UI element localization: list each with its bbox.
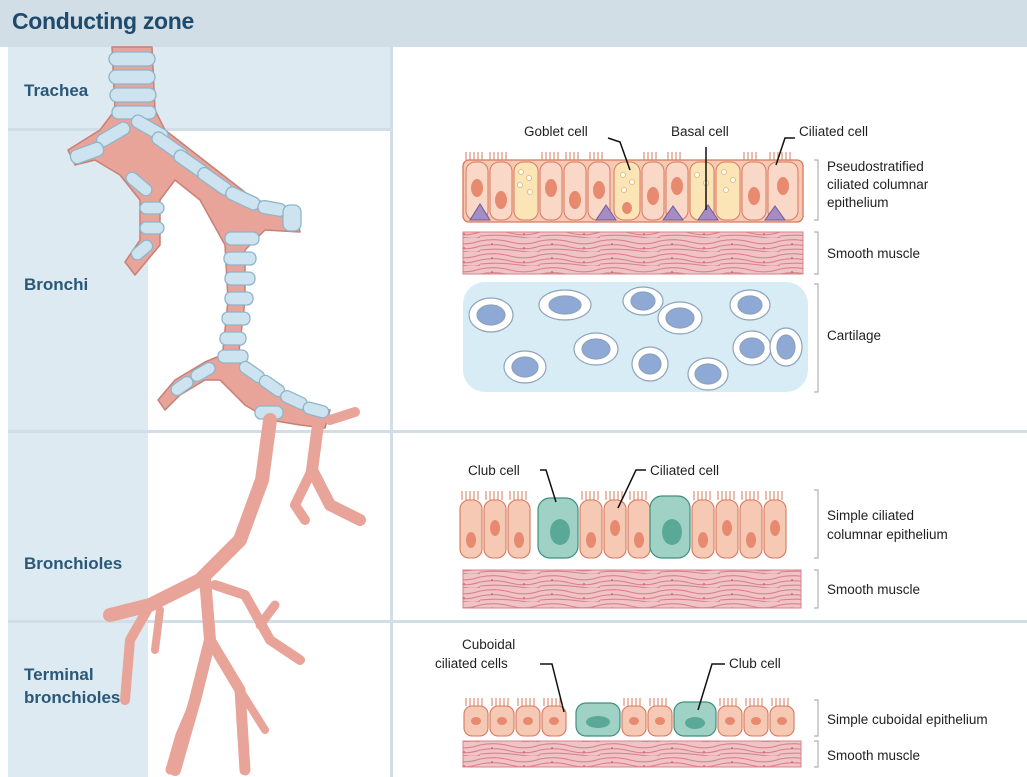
- label-ciliated-cell: Ciliated cell: [799, 123, 868, 140]
- label-club-cell-2: Club cell: [729, 655, 781, 672]
- cartilage-ring: [225, 232, 259, 245]
- cartilage-ring: [109, 52, 155, 66]
- label-pseudostratified-3: epithelium: [827, 194, 889, 211]
- cartilage-ring: [220, 332, 246, 345]
- label-pseudostratified-2: ciliated columnar: [827, 176, 928, 193]
- label-simple-ciliated-2: columnar epithelium: [827, 526, 948, 543]
- cartilage-ring: [109, 70, 155, 84]
- smooth-muscle-layer: [463, 741, 801, 767]
- cartilage-ring: [224, 252, 256, 265]
- label-cuboidal-2: ciliated cells: [435, 655, 508, 672]
- bronchi-epithelium-illustration: [463, 138, 818, 392]
- terminal-epithelium-illustration: [463, 664, 818, 767]
- smooth-muscle-layer: [463, 232, 803, 274]
- airway-tree-illustration: [68, 47, 360, 770]
- label-ciliated-cell-2: Ciliated cell: [650, 462, 719, 479]
- label-pseudostratified-1: Pseudostratified: [827, 158, 924, 175]
- cartilage-ring: [225, 292, 253, 305]
- cartilage-ring: [140, 202, 164, 214]
- label-cartilage: Cartilage: [827, 327, 881, 344]
- label-simple-ciliated-1: Simple ciliated: [827, 507, 914, 524]
- cartilage-ring: [225, 272, 255, 285]
- bronchioles-epithelium-illustration: [460, 470, 818, 608]
- label-simple-cuboidal: Simple cuboidal epithelium: [827, 711, 988, 728]
- cartilage-ring: [222, 312, 250, 325]
- label-club-cell: Club cell: [468, 462, 520, 479]
- cartilage-ring: [140, 222, 164, 234]
- label-basal-cell: Basal cell: [671, 123, 729, 140]
- label-goblet-cell: Goblet cell: [524, 123, 588, 140]
- smooth-muscle-layer: [463, 570, 801, 608]
- label-smooth-muscle-2: Smooth muscle: [827, 581, 920, 598]
- label-cuboidal-1: Cuboidal: [462, 636, 515, 653]
- label-smooth-muscle: Smooth muscle: [827, 245, 920, 262]
- label-smooth-muscle-3: Smooth muscle: [827, 747, 920, 764]
- cartilage-ring: [129, 238, 155, 263]
- cartilage-ring: [110, 88, 156, 102]
- cartilage-ring: [283, 205, 301, 231]
